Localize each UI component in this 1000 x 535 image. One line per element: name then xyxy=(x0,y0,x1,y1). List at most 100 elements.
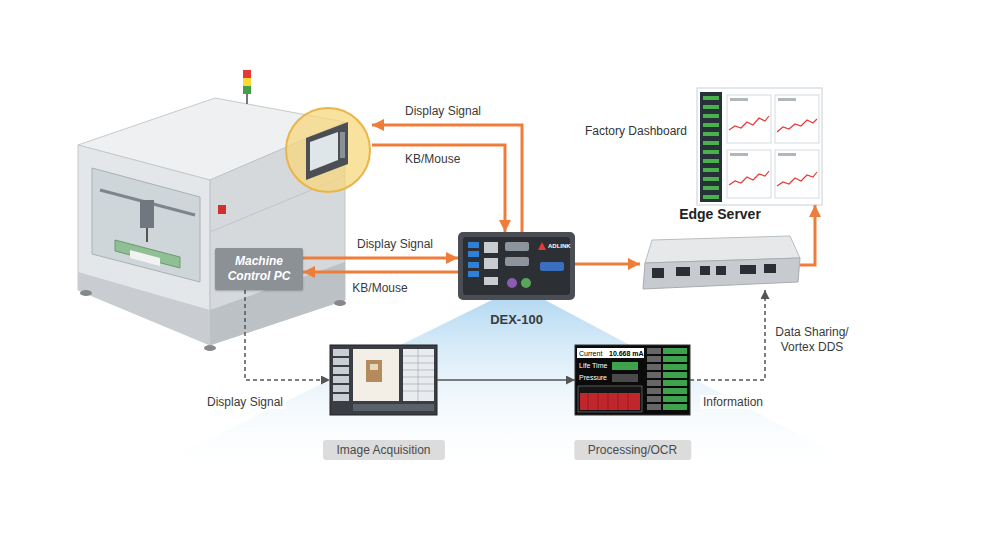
image-acquisition-screenshot xyxy=(353,349,399,401)
node-text: Processing/OCR xyxy=(574,440,691,460)
processing-ocr-screenshot xyxy=(647,348,661,410)
factory-dashboard-screen xyxy=(703,123,719,127)
factory-dashboard-screen xyxy=(729,116,817,186)
dex-100-box: DEX-100 xyxy=(458,232,575,300)
signal-tower xyxy=(243,86,251,94)
dex-100-device xyxy=(505,257,529,266)
factory-dashboard-screen xyxy=(703,186,719,190)
touch-panel-highlight xyxy=(286,108,370,192)
processing-ocr-screenshot xyxy=(663,364,687,370)
processing-ocr-screenshot xyxy=(647,396,661,402)
screen-field: Current xyxy=(579,350,602,357)
processing-ocr-screenshot xyxy=(647,372,661,378)
dex-100-device xyxy=(484,277,498,285)
dex-100-device xyxy=(468,251,479,257)
processing-ocr-screenshot xyxy=(578,386,642,412)
dex-100-device xyxy=(458,232,575,300)
machine-illustration xyxy=(130,250,160,266)
processing-ocr-screenshot xyxy=(663,348,687,354)
machine-illustration xyxy=(204,345,216,351)
processing-ocr-screenshot xyxy=(647,348,661,354)
factory-dashboard-screen xyxy=(703,195,719,199)
processing-ocr-screenshot xyxy=(647,380,661,386)
image-acquisition-box: Image Acquisition xyxy=(330,345,437,415)
screen-field: Life Time xyxy=(579,362,607,369)
machine-illustration xyxy=(146,228,148,242)
factory-dashboard-screen xyxy=(703,96,719,199)
factory-dashboard-screen xyxy=(775,150,819,198)
signal-connector xyxy=(245,290,330,380)
signal-label: Display Signal xyxy=(204,395,286,409)
factory-dashboard-screen xyxy=(729,171,769,185)
factory-dashboard-screen xyxy=(778,98,796,101)
factory-dashboard-screen xyxy=(727,150,771,198)
dex-100-device xyxy=(458,232,575,300)
edge-server-device xyxy=(764,264,776,273)
image-acquisition-screenshot xyxy=(333,367,349,374)
label-holder: Display Signal xyxy=(405,104,481,118)
image-acquisition-screenshot xyxy=(403,349,434,401)
edge-server-device xyxy=(740,265,756,274)
logo-text: ADLINK xyxy=(548,243,571,249)
factory-dashboard-screen xyxy=(778,153,796,156)
processing-ocr-screenshot xyxy=(647,364,661,370)
signal-label: Information xyxy=(700,395,766,409)
processing-ocr-screenshot xyxy=(663,404,687,410)
edge-label-holder: Information xyxy=(700,392,766,410)
image-acquisition-screenshot xyxy=(333,349,349,356)
image-acquisition-screenshot xyxy=(330,345,437,415)
edge-server-device xyxy=(643,236,800,289)
image-acquisition-screenshot xyxy=(333,394,349,401)
signal-connector xyxy=(800,205,815,265)
screen-field: Pressure xyxy=(579,374,607,381)
dex-100-device xyxy=(484,258,498,269)
processing-ocr-screenshot xyxy=(647,388,661,394)
edge-server-device xyxy=(652,268,664,278)
processing-ocr-screenshot xyxy=(663,388,687,394)
signal-label: KB/Mouse xyxy=(405,152,460,166)
factory-dashboard-box: Factory Dashboard xyxy=(697,88,822,205)
factory-dashboard-screen xyxy=(697,88,822,205)
dex-100-device xyxy=(507,278,517,288)
machine-illustration xyxy=(78,145,210,345)
machine-illustration xyxy=(78,70,346,351)
factory-dashboard-screen xyxy=(777,119,817,132)
factory-dashboard-screen xyxy=(703,168,719,172)
factory-dashboard-screen xyxy=(703,132,719,136)
factory-dashboard-screen xyxy=(775,95,819,143)
processing-ocr-screenshot xyxy=(663,356,687,362)
edge-label-holder: KB/Mouse xyxy=(349,278,410,296)
dex-100-device xyxy=(468,242,479,248)
image-acquisition-screenshot xyxy=(353,404,434,411)
signal-connector xyxy=(575,263,640,266)
edge-server-box: Edge Server xyxy=(640,238,800,290)
signal-connector xyxy=(690,290,765,380)
label-holder: Data Sharing/ Vortex DDS xyxy=(766,325,858,355)
label-holder: Pressure xyxy=(579,374,607,381)
touch-panel-highlight xyxy=(306,122,348,180)
machine-illustration xyxy=(210,122,345,345)
dex-100-device xyxy=(538,242,546,250)
factory-dashboard-screen xyxy=(703,114,719,118)
image-acquisition-screenshot xyxy=(333,385,349,392)
factory-dashboard-screen xyxy=(729,116,769,130)
processing-ocr-screenshot xyxy=(647,404,661,410)
edge-server-device xyxy=(716,266,726,275)
signal-label: Display Signal xyxy=(405,104,481,118)
signal-label: KB/Mouse xyxy=(349,281,410,295)
signal-connector xyxy=(303,257,458,260)
processing-ocr-screenshot xyxy=(647,356,661,362)
machine-illustration xyxy=(334,300,346,306)
protocol-label: Data Sharing/ Vortex DDS xyxy=(766,325,858,355)
factory-dashboard-screen xyxy=(730,98,796,156)
image-acquisition-screenshot xyxy=(370,364,378,370)
dex-100-device xyxy=(463,237,570,295)
processing-ocr-screenshot xyxy=(663,396,687,402)
factory-dashboard-screen xyxy=(703,96,719,100)
machine-window xyxy=(92,168,200,282)
image-acquisition-screenshot xyxy=(333,349,349,401)
factory-dashboard-screen xyxy=(703,150,719,154)
